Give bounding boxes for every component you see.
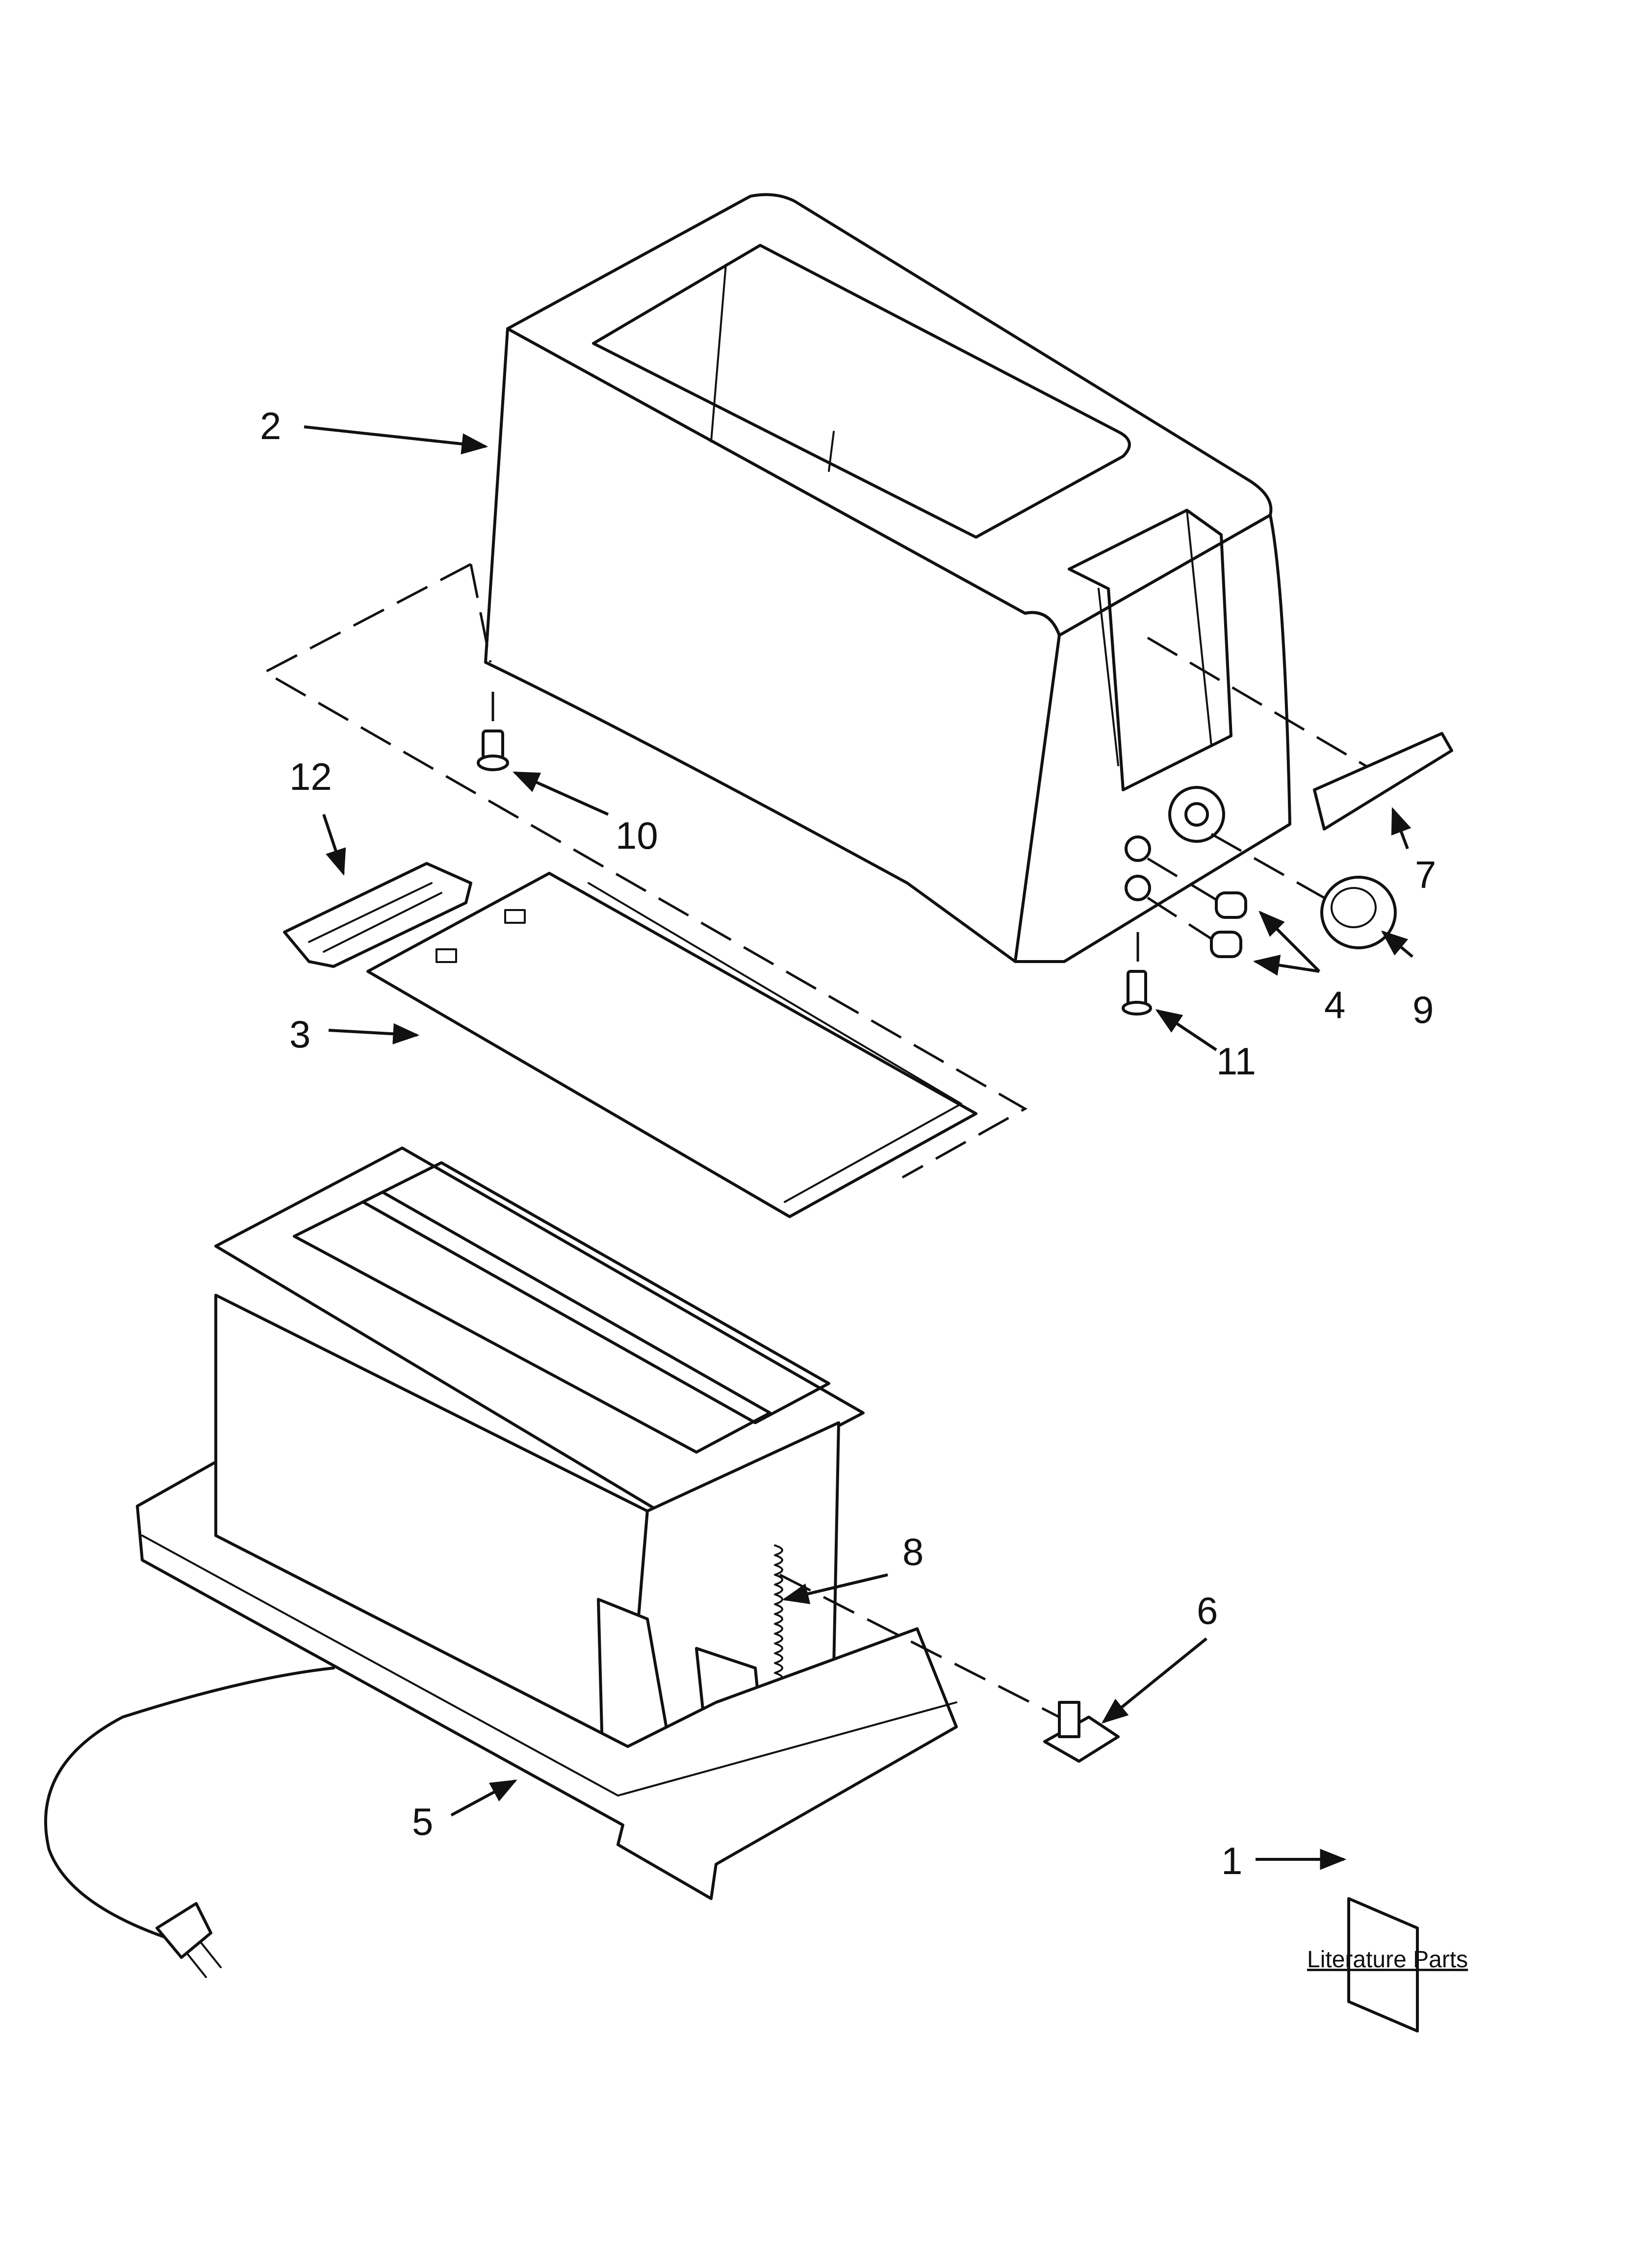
callout-arrows <box>304 425 1413 1870</box>
callout-9: 9 <box>1412 988 1434 1031</box>
callout-8: 8 <box>902 1530 924 1573</box>
bottom-plate-phantom-outline <box>262 563 1028 1179</box>
part-9-control-knob <box>1210 833 1397 949</box>
part-11-screw <box>1122 932 1152 1016</box>
part-3-crumb-tray <box>366 872 977 1218</box>
callout-6: 6 <box>1197 1589 1218 1632</box>
callout-7: 7 <box>1415 853 1436 896</box>
callout-1: 1 <box>1221 1839 1242 1882</box>
literature-parts-label: Literature Parts <box>1307 1947 1468 1973</box>
part-6-foot <box>779 1573 1120 1763</box>
part-7-lever-handle <box>1147 636 1453 831</box>
part-5-base <box>44 1460 958 1978</box>
callout-5: 5 <box>412 1800 433 1843</box>
callout-4: 4 <box>1324 983 1345 1026</box>
part-10-screw <box>477 692 509 771</box>
part-4-buttons <box>1147 857 1247 958</box>
part-1-literature-booklet <box>1347 1897 1419 2033</box>
callout-12: 12 <box>289 755 332 798</box>
part-12-tray-latch <box>283 862 472 968</box>
part-2-housing <box>484 193 1291 963</box>
callout-3: 3 <box>289 1013 310 1056</box>
callout-10: 10 <box>616 814 658 857</box>
callout-11: 11 <box>1216 1040 1256 1083</box>
part-8-chassis-assembly <box>214 1147 865 1817</box>
callout-2: 2 <box>260 404 281 447</box>
